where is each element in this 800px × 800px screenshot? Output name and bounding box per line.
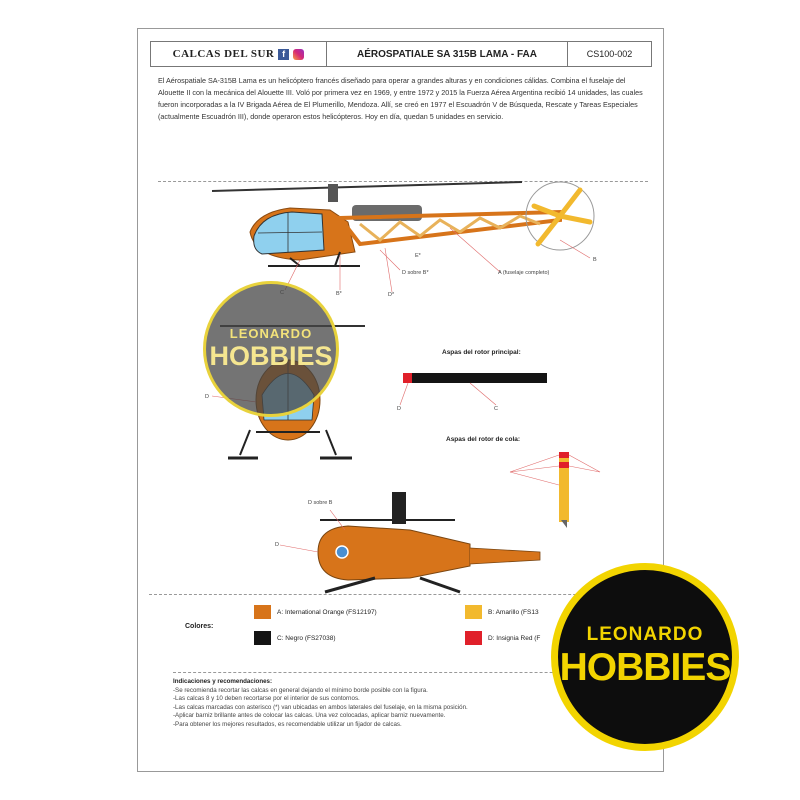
color-item: C: Negro (FS27038): [254, 631, 336, 645]
instruction-sheet: CALCAS DEL SUR f AÉROSPATIALE SA 315B LA…: [137, 28, 664, 772]
brand-cell: CALCAS DEL SUR f: [151, 42, 327, 66]
facebook-icon[interactable]: f: [278, 48, 290, 60]
main-rotor-title: Aspas del rotor principal:: [442, 349, 521, 356]
colors-title: Colores:: [185, 623, 214, 630]
color-label: A: International Orange (FS12197): [277, 608, 377, 616]
color-label: C: Negro (FS27038): [277, 634, 336, 642]
color-swatch: [254, 605, 271, 619]
notes-section: Indicaciones y recomendaciones: -Se reco…: [173, 672, 643, 729]
color-item: D: Insignia Red (F: [465, 631, 540, 645]
callout-sobre: D sobre B*: [402, 270, 429, 276]
model-title: AÉROSPATIALE SA 315B LAMA - FAA: [327, 42, 568, 66]
tail-rotor-title: Aspas del rotor de cola:: [446, 436, 521, 443]
color-item: A: International Orange (FS12197): [254, 605, 377, 619]
main-rotor-blade: [399, 373, 547, 406]
bottom-view-helicopter: [279, 492, 541, 594]
sheet-header: CALCAS DEL SUR f AÉROSPATIALE SA 315B LA…: [150, 41, 652, 67]
colors-legend: Colores: A: International Orange (FS1219…: [149, 594, 651, 665]
note-line: -Para obtener los mejores resultados, es…: [173, 720, 402, 728]
callout-main-d: D: [397, 406, 401, 412]
note-line: -Aplicar barniz brillante antes de coloc…: [173, 712, 446, 719]
callout-bottom-sobre: D sobre B: [308, 500, 333, 506]
watermark-logo-small: LEONARDO HOBBIES: [203, 281, 339, 417]
tail-rotor-blade: [509, 452, 601, 528]
watermark-line1: LEONARDO: [229, 326, 313, 341]
color-label: B: Amarillo (FS13: [488, 608, 539, 616]
callout-g: D*: [388, 292, 395, 298]
brand-name: CALCAS DEL SUR: [172, 48, 275, 60]
note-line: -Las calcas marcadas con asterisco (*) v…: [173, 703, 468, 711]
callout-e: E*: [415, 253, 421, 259]
watermark-line1: LEONARDO: [586, 624, 704, 645]
callout-f: B*: [336, 291, 342, 297]
notes-title: Indicaciones y recomendaciones:: [173, 678, 273, 685]
note-line: -Se recomienda recortar las calcas en ge…: [173, 686, 428, 694]
note-line: -Las calcas 8 y 10 deben recortarse por …: [173, 695, 360, 702]
side-view-helicopter: [211, 181, 595, 293]
color-item: B: Amarillo (FS13: [465, 605, 539, 619]
intro-paragraph: El Aérospatiale SA-315B Lama es un helic…: [158, 76, 643, 121]
callout-b: B: [593, 257, 597, 263]
color-swatch: [465, 631, 482, 645]
divider: [158, 181, 648, 182]
callout-front-d: D: [205, 394, 209, 400]
watermark-line2: HOBBIES: [209, 341, 333, 371]
color-swatch: [254, 631, 271, 645]
callout-bottom-d: D: [275, 542, 279, 548]
watermark-line2: HOBBIES: [559, 646, 732, 689]
watermark-logo-large: LEONARDO HOBBIES: [551, 563, 739, 751]
instagram-icon[interactable]: [293, 48, 305, 60]
callout-a: A (fuselaje completo): [498, 270, 550, 276]
product-code: CS100-002: [586, 49, 633, 59]
callout-main-c: C: [494, 406, 498, 412]
color-label: D: Insignia Red (F: [488, 634, 541, 642]
color-swatch: [465, 605, 482, 619]
